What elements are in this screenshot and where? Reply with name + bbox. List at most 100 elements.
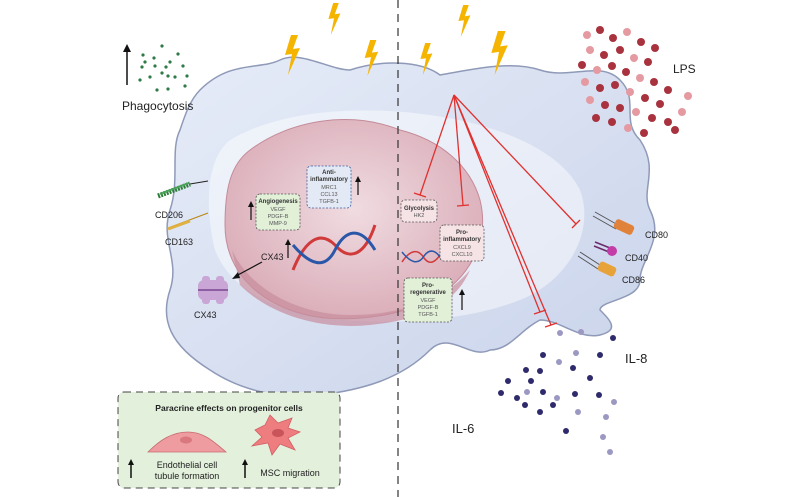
particle bbox=[498, 390, 504, 396]
angiogenesis-title: Angiogenesis bbox=[258, 199, 298, 205]
cd206-stem bbox=[189, 180, 209, 185]
particle bbox=[176, 52, 180, 56]
cd40-label: CD40 bbox=[625, 253, 648, 263]
anti-inflammatory-item: MRC1 bbox=[321, 185, 337, 191]
arrowhead bbox=[459, 289, 465, 295]
inhibition-lines bbox=[413, 94, 581, 328]
particle bbox=[596, 84, 604, 92]
cd80-label: CD80 bbox=[645, 230, 668, 240]
anti-inflammatory-title: Anti- bbox=[322, 170, 336, 176]
particle bbox=[623, 28, 631, 36]
particle bbox=[636, 74, 644, 82]
particle bbox=[583, 31, 591, 39]
arrowhead bbox=[248, 201, 254, 207]
particle bbox=[160, 71, 164, 75]
pro-regenerative-item: TGFB-1 bbox=[418, 312, 438, 318]
particle bbox=[671, 126, 679, 134]
paracrine-title: Paracrine effects on progenitor cells bbox=[155, 403, 303, 413]
particle bbox=[656, 100, 664, 108]
particle bbox=[505, 378, 511, 384]
particle bbox=[616, 46, 624, 54]
endothelial-label: Endothelial cell bbox=[157, 460, 218, 470]
particle bbox=[181, 64, 185, 68]
particle bbox=[596, 26, 604, 34]
particle bbox=[630, 54, 638, 62]
anti-inflammatory-box bbox=[306, 165, 352, 209]
particle bbox=[523, 367, 529, 373]
pro-inflammatory-box bbox=[439, 224, 485, 262]
particle bbox=[540, 352, 546, 358]
arrowhead bbox=[232, 272, 240, 279]
particle bbox=[148, 75, 152, 79]
particle bbox=[603, 414, 609, 420]
particle bbox=[522, 402, 528, 408]
cd86-label: CD86 bbox=[622, 275, 645, 285]
particle bbox=[684, 92, 692, 100]
anti-inflammatory-title: inflammatory bbox=[310, 177, 348, 183]
anti-inflammatory-item: CCL13 bbox=[320, 192, 337, 198]
particle bbox=[153, 64, 157, 68]
particle bbox=[607, 449, 613, 455]
particle bbox=[609, 34, 617, 42]
particle bbox=[641, 94, 649, 102]
particle bbox=[593, 66, 601, 74]
il6-label: IL-6 bbox=[452, 421, 474, 436]
particle bbox=[166, 74, 170, 78]
particle bbox=[651, 44, 659, 52]
cd206-receptor-icon bbox=[157, 181, 191, 199]
endothelial-cell-icon bbox=[147, 431, 228, 453]
pro-regenerative-title: Pro- bbox=[422, 283, 434, 289]
cd40-receptor-icon bbox=[593, 241, 617, 256]
glycolysis-box bbox=[400, 199, 438, 223]
cx43-nucleus-label: CX43 bbox=[261, 252, 284, 262]
angiogenesis-item: PDGF-B bbox=[268, 214, 289, 220]
arrowhead bbox=[128, 459, 134, 465]
particle bbox=[622, 68, 630, 76]
particle bbox=[556, 359, 562, 365]
particle bbox=[160, 44, 164, 48]
pro-regenerative-box bbox=[403, 277, 453, 323]
particle bbox=[570, 365, 576, 371]
cd163-label: CD163 bbox=[165, 237, 193, 247]
particle bbox=[514, 395, 520, 401]
angiogenesis-item: VEGF bbox=[271, 207, 287, 213]
particle bbox=[637, 38, 645, 46]
particle bbox=[550, 402, 556, 408]
angiogenesis-item: MMP-9 bbox=[269, 221, 287, 227]
particle bbox=[152, 56, 156, 60]
particle bbox=[537, 409, 543, 415]
particle bbox=[155, 88, 159, 92]
particle bbox=[166, 87, 170, 91]
particle bbox=[572, 391, 578, 397]
particle bbox=[597, 352, 603, 358]
phagocytosis-particles bbox=[138, 44, 189, 92]
particle bbox=[586, 46, 594, 54]
il8-label: IL-8 bbox=[625, 351, 647, 366]
particle bbox=[611, 399, 617, 405]
particle bbox=[138, 78, 142, 82]
particle bbox=[601, 101, 609, 109]
particle bbox=[610, 335, 616, 341]
cd80-receptor-icon bbox=[592, 211, 635, 235]
phagocytosis-label: Phagocytosis bbox=[122, 99, 193, 113]
endothelial-label: tubule formation bbox=[155, 471, 220, 481]
cx43-channel-icon bbox=[198, 276, 228, 304]
pro-inflammatory-item: CXCL10 bbox=[452, 252, 473, 258]
particle bbox=[608, 62, 616, 70]
particle bbox=[632, 108, 640, 116]
dna-helix-icon bbox=[291, 224, 377, 271]
cx43-arrow bbox=[235, 261, 263, 277]
angiogenesis-box bbox=[255, 193, 301, 231]
particle bbox=[600, 51, 608, 59]
particle bbox=[141, 53, 145, 57]
particle bbox=[173, 75, 177, 79]
particle bbox=[648, 114, 656, 122]
particle bbox=[563, 428, 569, 434]
particle bbox=[528, 378, 534, 384]
particle bbox=[664, 118, 672, 126]
anti-inflammatory-item: TGFB-1 bbox=[319, 199, 339, 205]
arrowhead bbox=[285, 239, 291, 245]
lps-label: LPS bbox=[673, 62, 696, 76]
lightning-icon bbox=[328, 3, 341, 35]
